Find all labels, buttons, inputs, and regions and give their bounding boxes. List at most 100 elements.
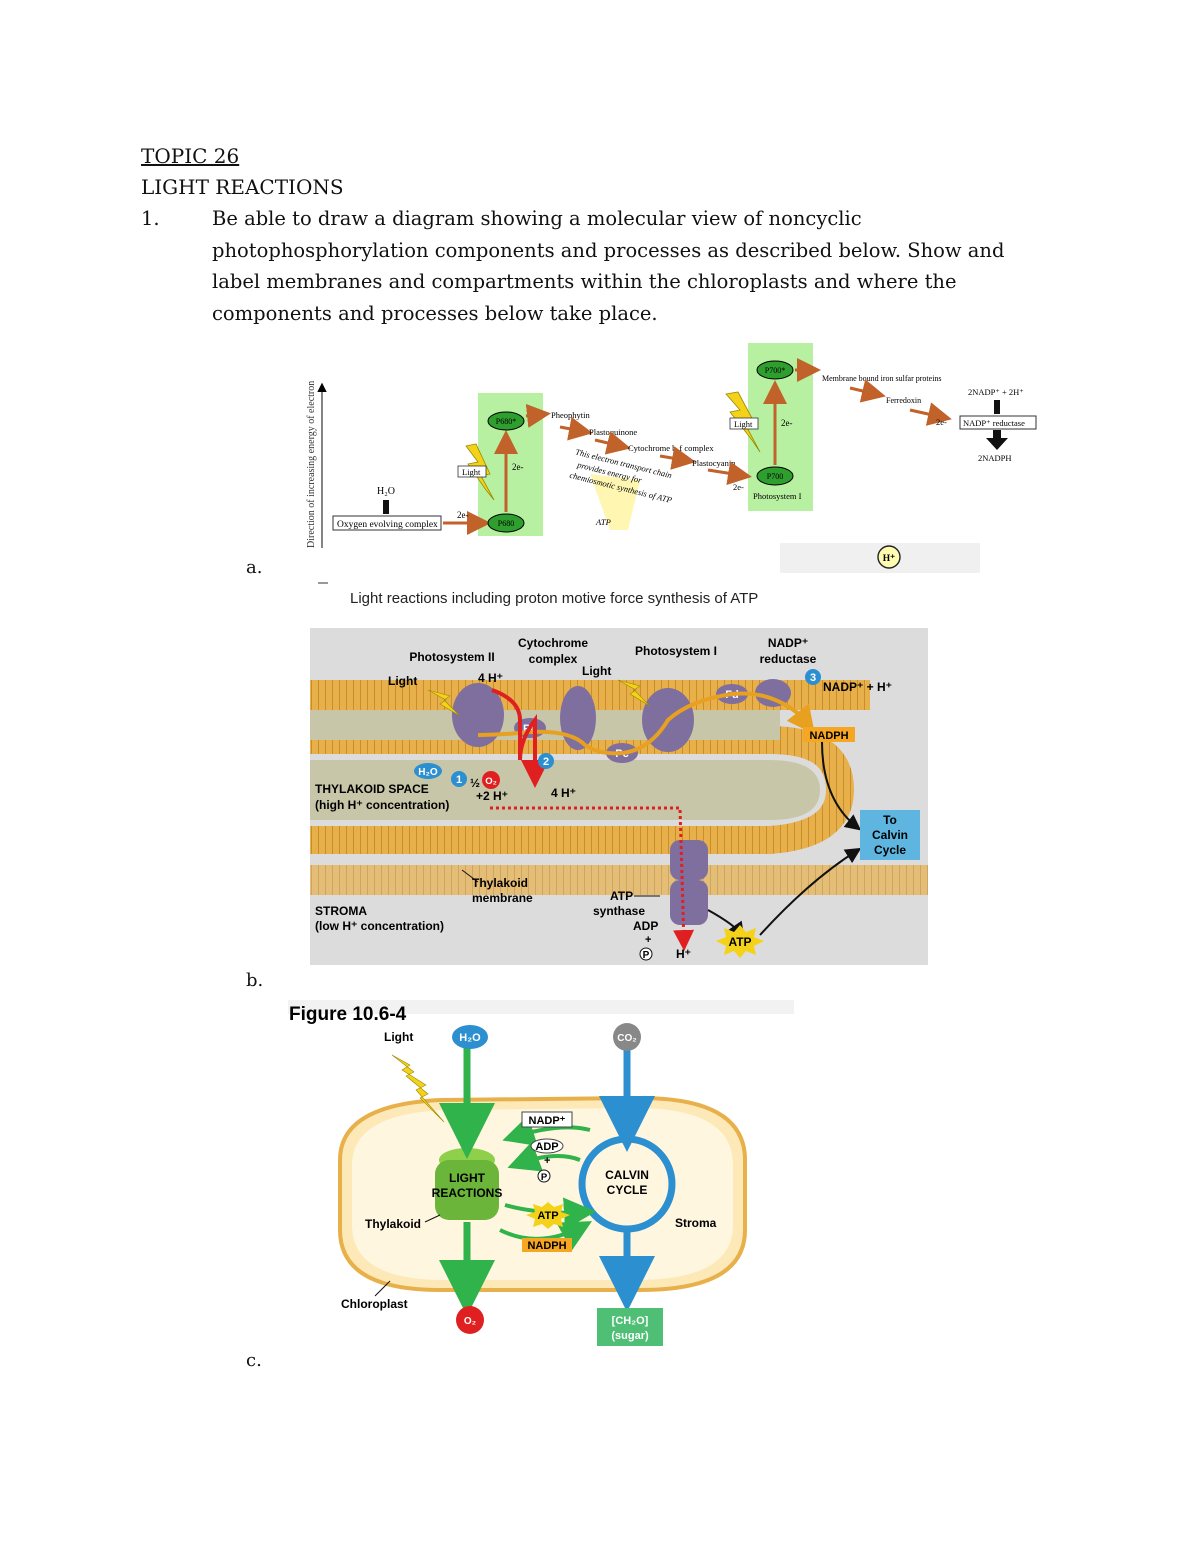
oec-box xyxy=(332,515,442,531)
nadph-stem xyxy=(993,430,1001,438)
step-3-label: 3 xyxy=(810,672,816,684)
ferredoxin-label: Ferredoxin xyxy=(886,396,921,405)
h-plus-bubble-label: H⁺ xyxy=(883,554,895,564)
atp-synthase-lower xyxy=(670,880,708,925)
question-number: 1. xyxy=(141,207,160,230)
light-label-2: Light xyxy=(734,419,753,429)
arrow-ferredoxin xyxy=(849,379,886,403)
light-label-psi: Light xyxy=(582,664,611,678)
nadp-label: NADP⁺ xyxy=(529,1115,566,1127)
plastocyanin-label: Plastocyanin xyxy=(692,458,736,468)
p700-label: P700 xyxy=(767,472,783,481)
nadph-badge xyxy=(803,727,855,742)
atp-synthase-label-2: synthase xyxy=(593,904,645,918)
pi-label: P xyxy=(643,950,650,961)
light-box-1 xyxy=(457,465,487,478)
p700-node xyxy=(756,466,794,486)
atp-burst xyxy=(716,925,764,958)
proton-pump-path-a xyxy=(491,688,522,760)
h2o-badge xyxy=(452,1025,488,1049)
two-e-3: 2e- xyxy=(781,418,793,428)
label-b: b. xyxy=(246,970,264,991)
calvin-box xyxy=(860,810,920,860)
pi-label: P xyxy=(541,1172,548,1183)
atp-synthase-upper xyxy=(670,840,708,880)
light-reactions-label-2: REACTIONS xyxy=(432,1186,503,1200)
reductase-label-2: reductase xyxy=(760,652,817,666)
four-h-bottom: 4 H⁺ xyxy=(551,786,576,800)
membrane-label-1: Thylakoid xyxy=(472,876,528,890)
membrane-label-2: membrane xyxy=(472,891,533,905)
h2o-label: H₂O xyxy=(459,1032,481,1044)
arrow-cytochrome xyxy=(594,431,631,455)
nadph-label: NADPH xyxy=(527,1240,566,1252)
sugar-box xyxy=(597,1308,663,1346)
thylakoid-leader xyxy=(424,1214,441,1223)
arrow-plastoquinone xyxy=(559,416,593,441)
stroma-label: Stroma xyxy=(675,1216,717,1230)
nadp-box xyxy=(521,1111,573,1128)
electron-flow-path xyxy=(477,691,815,756)
light-bolt-psii xyxy=(427,689,461,717)
pheophytin-label: Pheophytin xyxy=(551,410,590,420)
atp-burst xyxy=(526,1202,570,1229)
o2-badge xyxy=(456,1306,484,1334)
cyt-label-1: Cytochrome xyxy=(518,636,588,650)
h-plus-bubble xyxy=(877,545,901,569)
arrow-adp-return xyxy=(507,1141,581,1172)
h2o-badge xyxy=(414,763,442,779)
two-e-1: 2e- xyxy=(457,510,469,520)
step-1-label: 1 xyxy=(456,774,462,786)
proton-pump-path-b xyxy=(518,713,549,788)
fes-label: Membrane bound iron sulfar proteins xyxy=(822,374,942,383)
adp-label: ADP xyxy=(535,1141,558,1153)
atp-yellow-arrow xyxy=(590,474,640,530)
h2o-label: H₂O xyxy=(418,767,438,778)
figure-b-caption: Light reactions including proton motive … xyxy=(350,590,758,607)
thylakoid-space-sub: (high H⁺ concentration) xyxy=(315,798,449,812)
figure-c-title-band xyxy=(288,1000,794,1014)
nadph-label: NADPH xyxy=(809,730,848,742)
p680s-label: P680* xyxy=(496,417,516,426)
calvin-label-1: To xyxy=(883,813,897,827)
o2-label: O₂ xyxy=(485,776,497,787)
ps1-label: Photosystem I xyxy=(635,644,717,658)
calvin-label-2: Calvin xyxy=(872,828,908,842)
plus-label: + xyxy=(544,1155,550,1167)
co2-badge xyxy=(613,1023,641,1051)
chloroplast-stroma xyxy=(352,1108,733,1280)
light-label-1: Light xyxy=(462,467,481,477)
nadph-output-label: 2NADPH xyxy=(978,453,1012,463)
reductase-label: NADP⁺ reductase xyxy=(963,418,1025,428)
arrow-plastocyanin xyxy=(659,446,696,470)
thylakoid-space-label: THYLAKOID SPACE xyxy=(315,782,429,796)
p680-node xyxy=(487,513,525,533)
membrane-lower xyxy=(310,865,928,895)
arrow-pheophytin xyxy=(525,403,551,428)
atp-label: ATP xyxy=(537,1210,558,1222)
arrow-nadp-return xyxy=(502,1115,591,1146)
four-h-top: 4 H⁺ xyxy=(478,671,503,685)
p700s-label: P700* xyxy=(765,366,785,375)
sugar-label-2: (sugar) xyxy=(611,1330,649,1342)
photosystem-ii-protein xyxy=(452,683,504,747)
nadp-input-label: 2NADP⁺ + 2H⁺ xyxy=(968,387,1024,397)
h2o-label: H₂O xyxy=(377,486,395,497)
atp-label: ATP xyxy=(728,935,751,949)
nadp-plus-h-label: NADP⁺ + H⁺ xyxy=(823,680,892,694)
calvin-label-2: CYCLE xyxy=(607,1183,648,1197)
question-text: Be able to draw a diagram showing a mole… xyxy=(212,207,1005,325)
arrow-reductase xyxy=(909,402,952,426)
calvin-label-1: CALVIN xyxy=(605,1168,649,1182)
thylakoid-label: Thylakoid xyxy=(365,1217,421,1231)
light-label-psii: Light xyxy=(388,674,417,688)
calvin-label-3: Cycle xyxy=(874,843,906,857)
cyt-label-2: complex xyxy=(529,652,578,666)
two-e-5: 2e- xyxy=(936,417,947,427)
chloroplast-label: Chloroplast xyxy=(341,1297,408,1311)
light-bolt-psi xyxy=(617,679,651,707)
h-plus-out-label: H⁺ xyxy=(676,947,691,961)
membrane-leader xyxy=(461,869,479,883)
